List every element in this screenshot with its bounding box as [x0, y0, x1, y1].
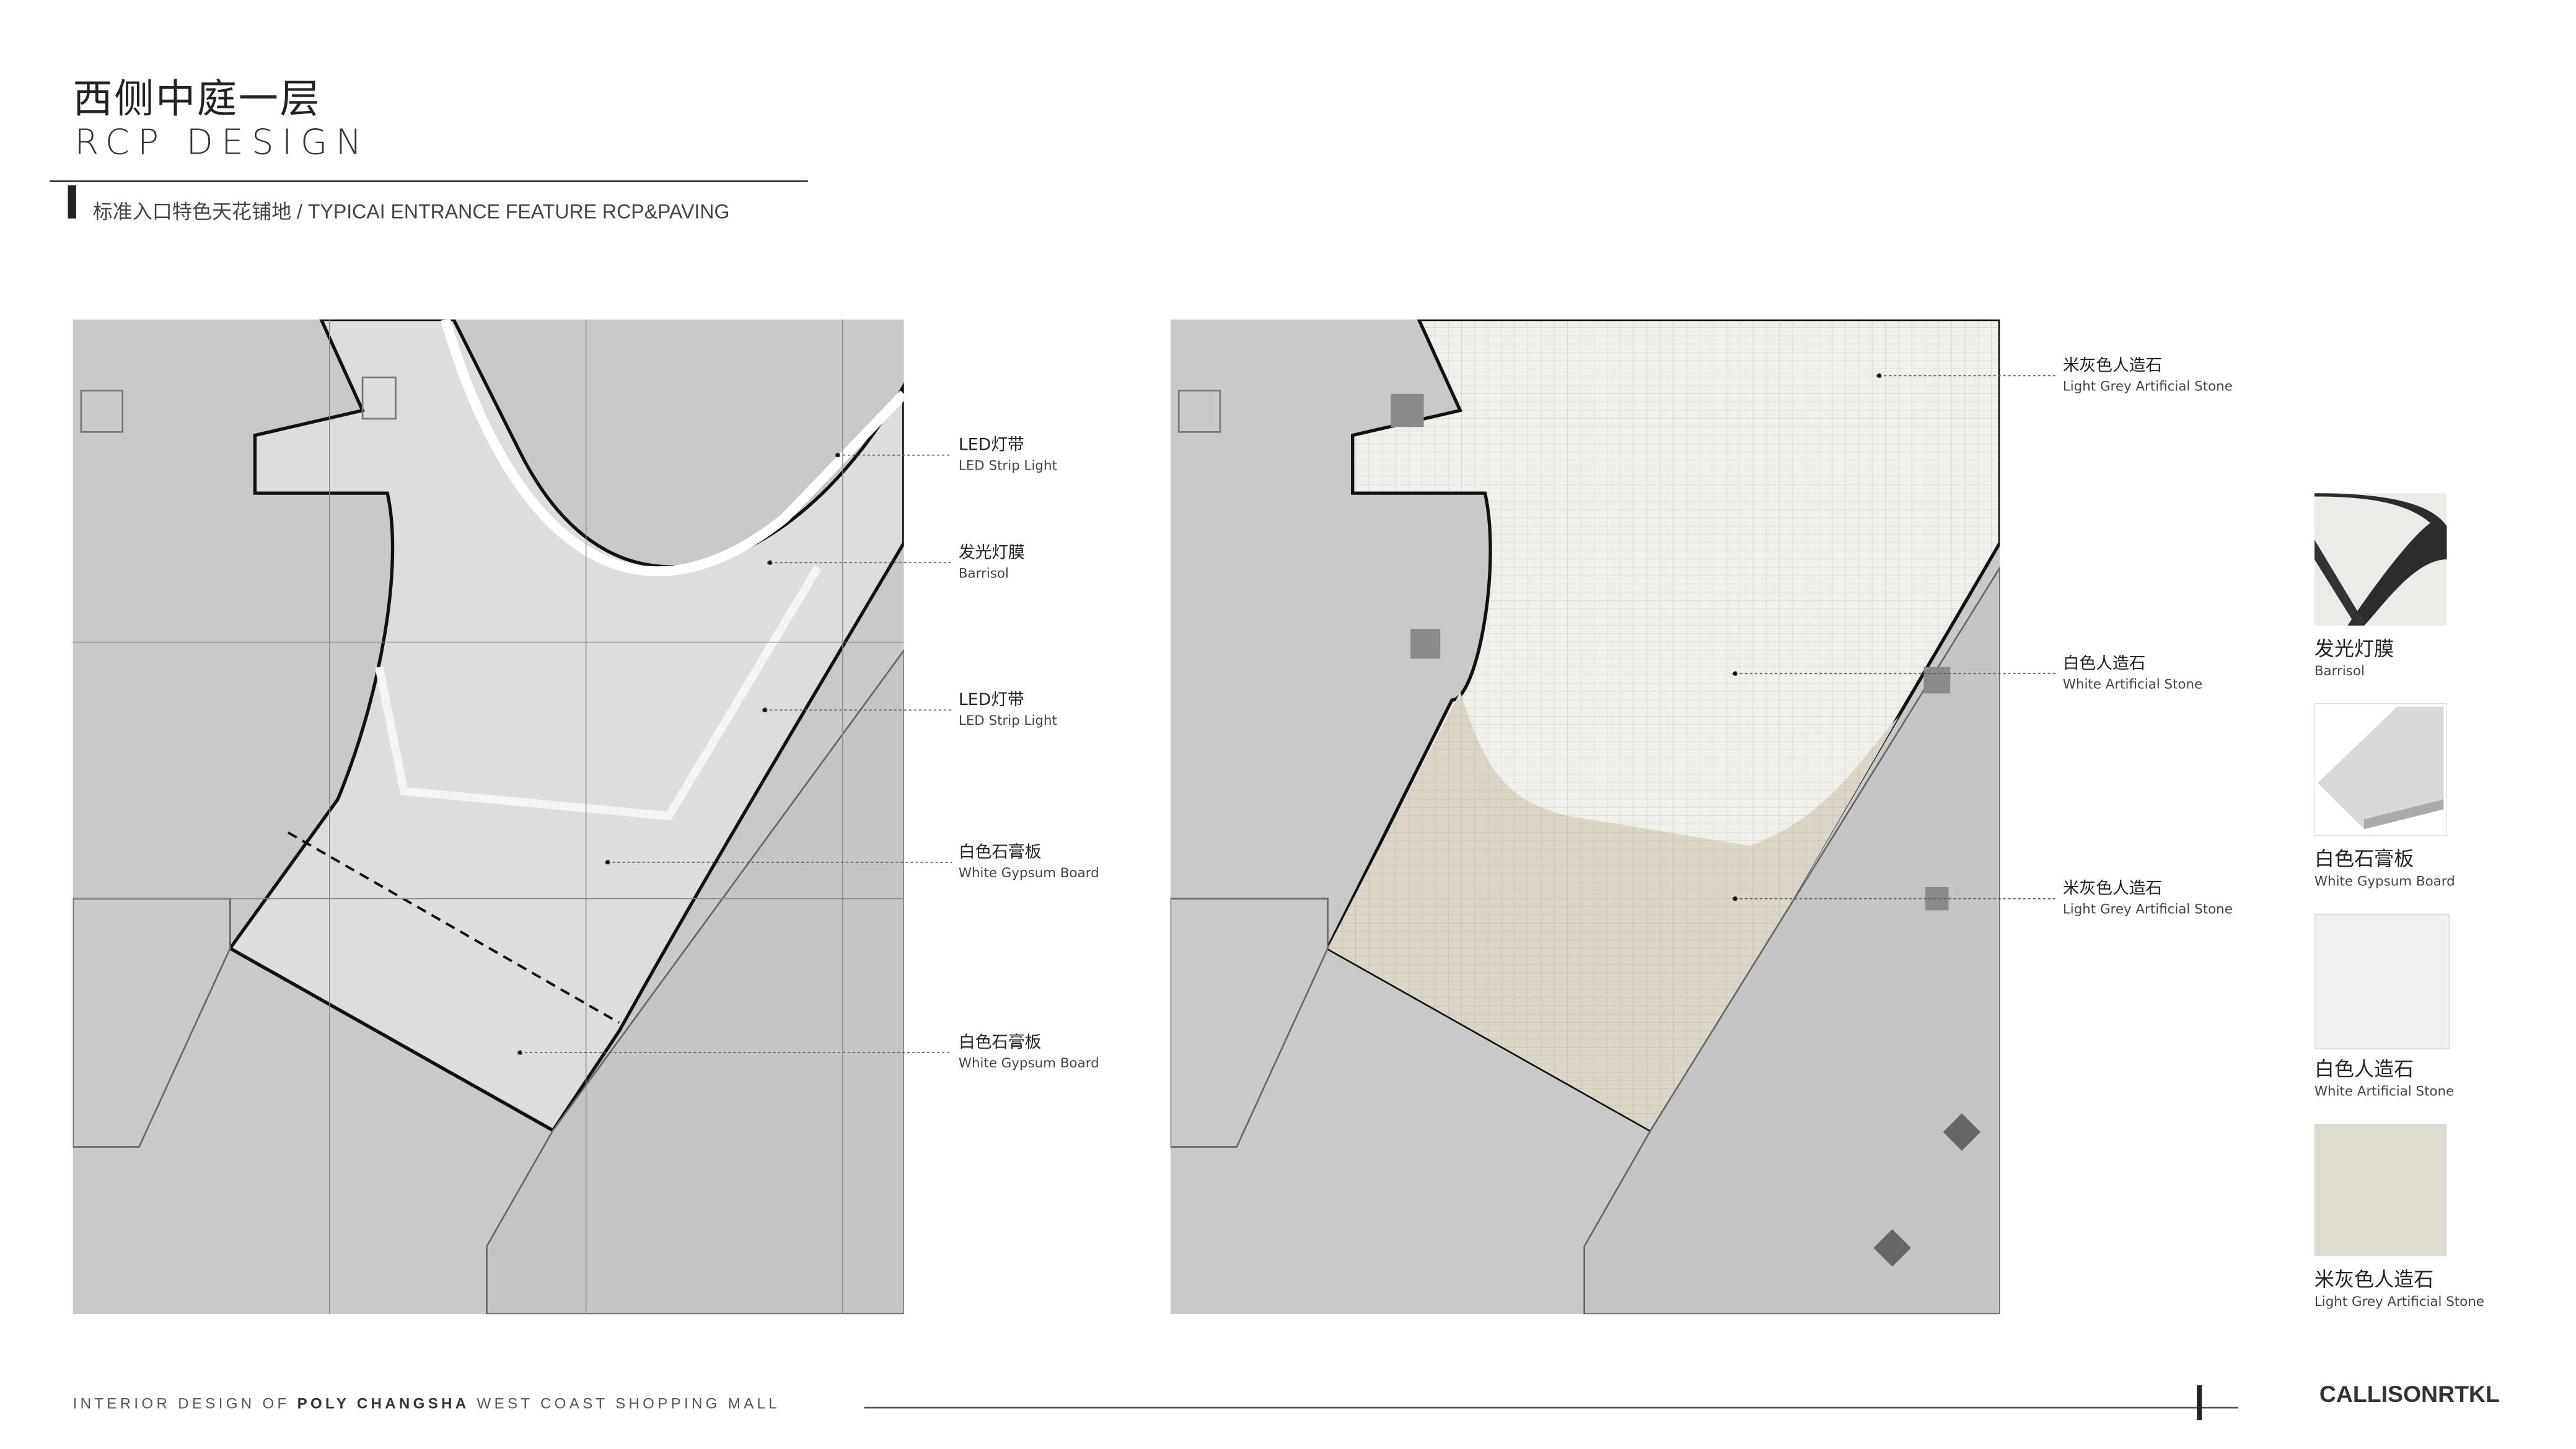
footer-divider	[864, 1406, 2239, 1409]
section-title: 标准入口特色天花铺地 / TYPICAI ENTRANCE FEATURE RC…	[92, 200, 730, 224]
footer-project: INTERIOR DESIGN OF POLY CHANGSHA WEST CO…	[73, 1395, 780, 1412]
white-stone-swatch	[2314, 913, 2450, 1049]
section-marker	[68, 185, 76, 219]
page-title: 西侧中庭一层	[73, 76, 322, 123]
header-divider	[50, 180, 808, 182]
light-grey-stone-swatch	[2314, 1124, 2447, 1256]
brand-logo: CALLISONRTKL	[2319, 1380, 2500, 1407]
gypsum-board-swatch	[2314, 703, 2447, 836]
page-subtitle: RCP DESIGN	[74, 122, 371, 162]
footer-marker	[2197, 1385, 2202, 1421]
rcp-plan	[73, 319, 904, 1315]
barrisol-swatch	[2314, 493, 2447, 626]
paving-plan	[1170, 319, 2000, 1315]
